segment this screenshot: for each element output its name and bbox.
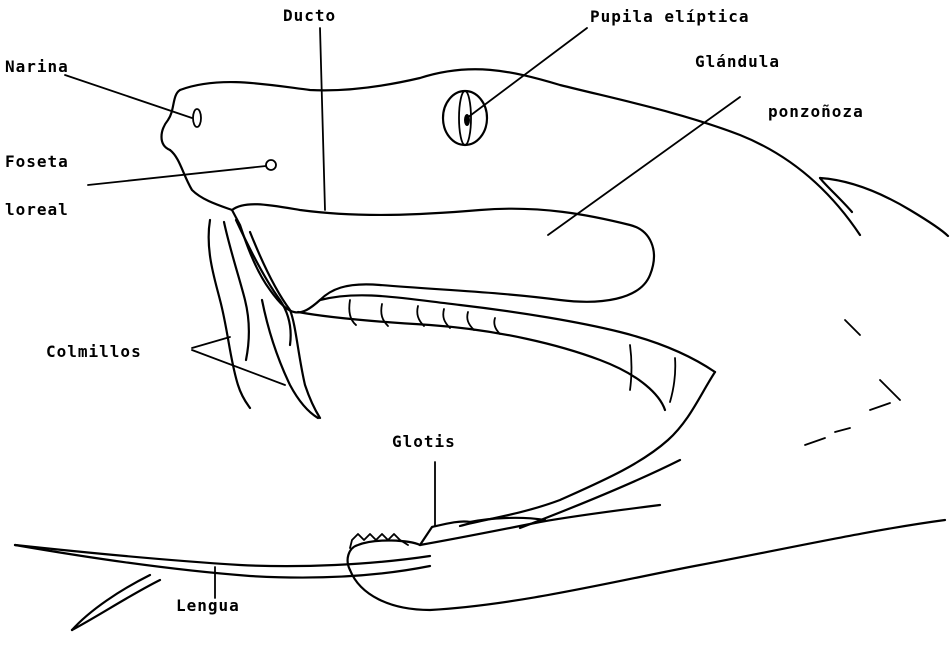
label-pupila-eliptica: Pupila elíptica <box>590 7 750 26</box>
head-outline <box>162 69 949 445</box>
forked-tongue <box>15 545 430 630</box>
label-foseta: Foseta <box>5 152 69 171</box>
label-ponzonoza: ponzoñoza <box>768 102 864 121</box>
label-ducto: Ducto <box>283 6 336 25</box>
eye <box>443 91 487 145</box>
nostril <box>193 109 201 127</box>
upper-jaw <box>298 295 715 526</box>
label-loreal: loreal <box>5 200 69 219</box>
fangs <box>209 220 320 418</box>
label-colmillos: Colmillos <box>46 342 142 361</box>
loreal-pit <box>266 160 276 170</box>
label-narina: Narina <box>5 57 69 76</box>
lower-jaw <box>348 460 945 610</box>
label-glandula: Glándula <box>695 52 780 71</box>
label-glotis: Glotis <box>392 432 456 451</box>
label-lengua: Lengua <box>176 596 240 615</box>
venom-gland <box>232 204 654 312</box>
leader-lines <box>65 28 740 598</box>
